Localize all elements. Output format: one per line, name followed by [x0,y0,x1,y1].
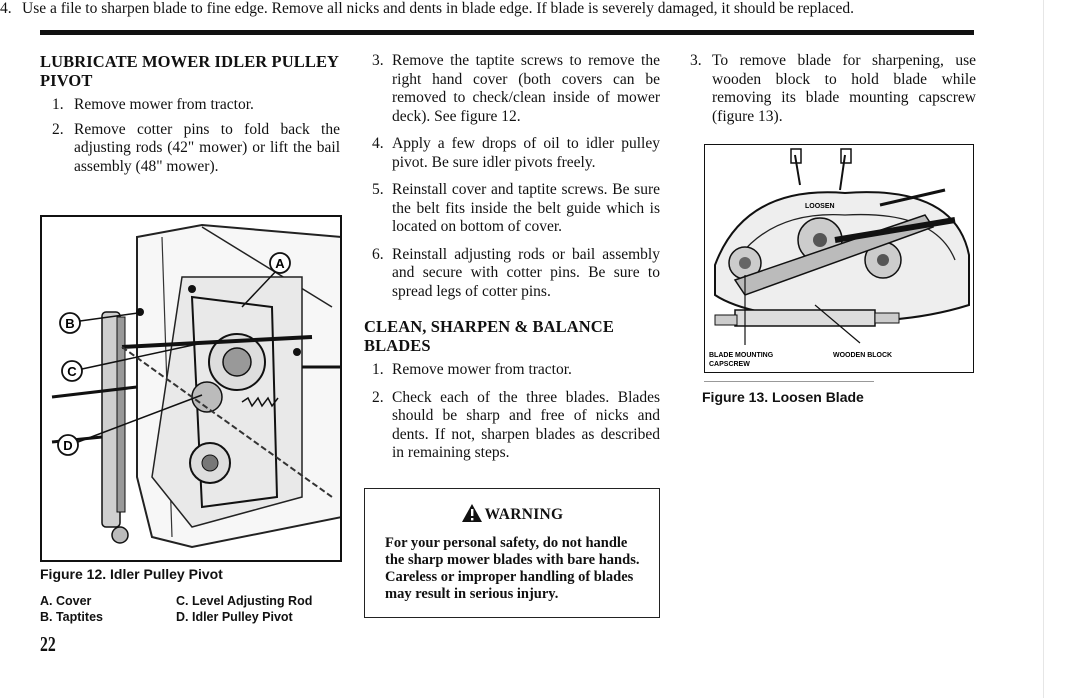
callout-b: B [65,316,74,331]
list-item: 4.Apply a few drops of oil to idler pull… [372,135,660,171]
list-item: 5.Reinstall cover and taptite screws. Be… [372,181,660,235]
caption-rule [704,381,874,382]
page-edge [1043,0,1044,698]
figure-13-illustration: LOOSEN BLADE MOUNTING CAPSCREW WOODEN BL… [704,144,974,373]
figure-12-legend: A. Cover C. Level Adjusting Rod B. Tapti… [40,593,350,625]
callout-a: A [275,256,285,271]
column-3: 3.To remove blade for sharpening, use wo… [690,52,976,126]
list-item: 3.To remove blade for sharpening, use wo… [690,52,976,125]
list-item: 6.Reinstall adjusting rods or bail assem… [372,245,660,300]
warning-text: For your personal safety, do not handle … [385,535,640,602]
capscrew-label-line2: CAPSCREW [709,361,750,368]
figure-12-caption: Figure 12. Idler Pulley Pivot [40,566,223,582]
warning-icon [461,503,483,528]
file-sharpen-steps: 4.Use a file to sharpen blade to fine ed… [0,0,1080,19]
list-item: 1.Remove mower from tractor. [372,361,572,378]
legend-row: B. Taptites D. Idler Pulley Pivot [40,609,350,625]
list-item: 2.Check each of the three blades. Blades… [372,388,660,462]
column-1: LUBRICATE MOWER IDLER PULLEY PIVOT 1.Rem… [40,52,340,182]
legend-item-idler-pulley-pivot: D. Idler Pulley Pivot [176,610,293,624]
list-item: 1.Remove mower from tractor. [52,96,254,113]
sharpen-steps: 3.To remove blade for sharpening, use wo… [690,52,976,126]
list-item: 3.Remove the taptite screws to remove th… [372,52,660,125]
blade-steps: 1.Remove mower from tractor. 2.Check eac… [364,361,660,463]
lubricate-steps: 1.Remove mower from tractor. 2.Remove co… [40,96,340,176]
capscrew-label-line1: BLADE MOUNTING [709,352,774,359]
loosen-label: LOOSEN [805,203,835,210]
section-heading-lubricate: LUBRICATE MOWER IDLER PULLEY PIVOT [40,52,339,90]
legend-item-cover: A. Cover [40,594,92,608]
figure-13-caption: Figure 13. Loosen Blade [702,389,864,405]
cover-steps: 3.Remove the taptite screws to remove th… [364,52,660,301]
warning-title: WARNING [365,503,659,528]
callout-c: C [67,364,77,379]
figure-12-illustration: A B C D [40,215,342,562]
list-item: 2.Remove cotter pins to fold back the ad… [52,120,340,175]
legend-item-level-adjusting-rod: C. Level Adjusting Rod [176,594,313,608]
warning-box: WARNING For your personal safety, do not… [364,488,660,618]
section-heading-clean-blades: CLEAN, SHARPEN & BALANCE BLADES [364,317,614,355]
column-2: 3.Remove the taptite screws to remove th… [364,52,660,472]
legend-item-taptites: B. Taptites [40,610,103,624]
callout-d: D [63,438,72,453]
top-rule [40,30,974,35]
idler-pulley-drawing: A B C D [51,223,340,549]
legend-row: A. Cover C. Level Adjusting Rod [40,593,350,609]
page-number: 22 [40,632,56,656]
loosen-blade-drawing: LOOSEN BLADE MOUNTING CAPSCREW WOODEN BL… [709,148,970,368]
wooden-block-label: WOODEN BLOCK [833,352,892,359]
list-item: 4.Use a file to sharpen blade to fine ed… [0,0,854,17]
